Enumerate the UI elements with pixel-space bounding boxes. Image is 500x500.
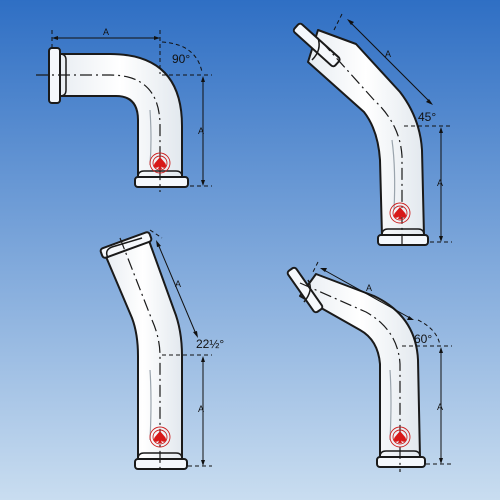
elbow-60-dim-label-side: A [437, 402, 443, 412]
elbow-60-arrow-1 [320, 268, 327, 272]
elbow-60-dim-label-diag: A [366, 283, 372, 293]
elbow-22-5-shine [149, 369, 152, 441]
spade-icon [394, 431, 406, 443]
elbow-45-dim-label-side: A [437, 178, 443, 188]
elbow-60-arrow-4 [439, 458, 443, 464]
elbow-60-flare-top [303, 279, 311, 303]
elbow-45-dim-label-diag: A [385, 49, 391, 59]
elbow-22-5-logo [149, 426, 171, 448]
elbow-45-arrow-2 [426, 99, 433, 105]
elbow-60-arrow-2 [407, 316, 414, 320]
spade-icon [394, 207, 406, 219]
elbow-60-dim-diag [323, 269, 411, 319]
elbow-90-arrow-2 [154, 36, 160, 40]
elbow-90-ferrule-bottom [134, 176, 189, 188]
elbow-22-5-dim-label-diag: A [175, 279, 181, 289]
elbow-45-arrow-1 [347, 19, 354, 25]
elbow-22-5-arrow-3 [201, 356, 205, 362]
elbow-45-logo [389, 202, 411, 224]
elbow-22-5-arrow-1 [156, 240, 161, 247]
elbow-90-fitting: A A 90° [36, 27, 212, 192]
spade-icon [154, 157, 166, 169]
elbow-45-angle-label: 45° [418, 110, 436, 124]
elbow-90-dim-label-side: A [198, 126, 204, 136]
elbow-60-arrow-3 [439, 347, 443, 353]
elbow-45-ferrule-bottom [377, 234, 429, 246]
elbow-90-arrow-1 [52, 36, 58, 40]
spade-icon [154, 431, 166, 443]
elbow-45-flare-bottom [381, 228, 425, 236]
elbow-22-5-arrow-2 [193, 331, 198, 338]
elbow-90-dim-label-top: A [103, 27, 109, 37]
elbow-60-angle-arc [417, 319, 441, 347]
elbow-90-angle-arc [161, 41, 203, 73]
elbow-90-logo [149, 152, 171, 174]
elbow-60-ferrule-bottom [376, 456, 426, 468]
elbow-22-5-angle-label: 22½° [196, 337, 224, 351]
elbow-22-5-centerline [119, 237, 161, 472]
elbow-45-arrow-4 [439, 236, 443, 242]
elbow-90-angle-label: 90° [172, 52, 190, 66]
elbow-22-5-ferrule-bottom [134, 458, 188, 470]
elbow-45-flare-top [311, 37, 320, 61]
elbow-60-shine [389, 369, 392, 441]
elbow-60-centerline [299, 282, 401, 472]
elbow-45-arrow-3 [439, 127, 443, 133]
elbow-45-dim-diag [349, 21, 431, 103]
elbow-22-5-fitting: A A 22½° [99, 229, 224, 472]
elbow-45-ferrule-top [292, 22, 341, 68]
elbow-22-5-dim-label-side: A [198, 404, 204, 414]
elbow-60-ext-top [311, 261, 319, 275]
elbow-45-shine [391, 139, 396, 211]
elbow-22-5-arrow-4 [201, 460, 205, 466]
elbow-22-5-ext-top [149, 229, 163, 239]
elbow-45-centerline [321, 41, 403, 250]
elbow-60-pipe [299, 273, 421, 459]
elbow-90-arrow-3 [201, 76, 205, 82]
elbow-45-fitting: A A 45° [292, 13, 452, 250]
elbow-45-ext-top [333, 13, 343, 31]
elbow-22-5-dim-diag [157, 243, 197, 335]
elbow-60-fitting: A A 60° [286, 261, 452, 472]
elbow-22-5-flare-top [105, 237, 143, 259]
elbow-60-angle-label: 60° [414, 332, 432, 346]
elbow-60-logo [389, 426, 411, 448]
elbow-90-arrow-4 [201, 180, 205, 186]
elbow-90-centerline [36, 74, 161, 192]
